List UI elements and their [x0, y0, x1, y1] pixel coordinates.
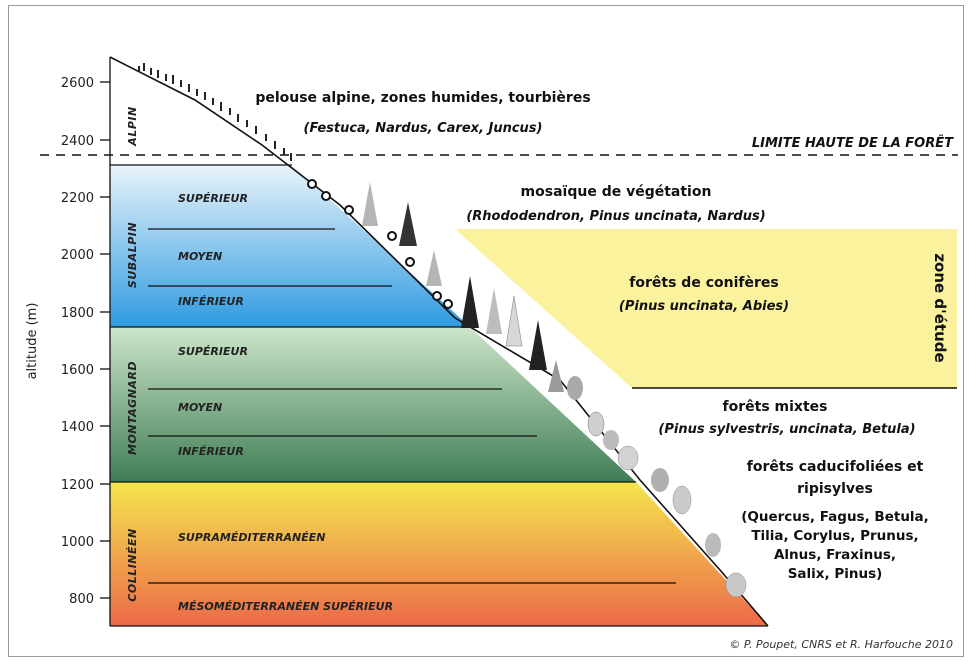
subzone-label: MOYEN — [178, 401, 222, 414]
deciduous-forest-species: Alnus, Fraxinus, — [774, 547, 896, 563]
subzone-label: SUPÉRIEUR — [178, 345, 248, 358]
deciduous-forest-title: forêts caducifoliées et — [747, 459, 924, 475]
subzone-label: MOYEN — [178, 250, 222, 263]
conifer-forest-title: forêts de conifères — [629, 275, 778, 291]
belt-label-collineen: COLLINÉEN — [126, 528, 139, 601]
y-tick-label: 2600 — [61, 76, 94, 91]
collineen-belt — [110, 482, 768, 626]
deciduous-tree-icons — [567, 376, 747, 598]
credit-text: © P. Poupet, CNRS et R. Harfouche 2010 — [729, 638, 953, 651]
subzone-label: SUPRAMÉDITERRANÉEN — [178, 531, 326, 544]
diagram-frame — [8, 5, 964, 657]
subzone-label: SUPÉRIEUR — [178, 192, 248, 205]
montagnard-belt — [110, 327, 636, 482]
subzone-label: MÉSOMÉDITERRANÉEN SUPÉRIEUR — [178, 600, 393, 613]
belt-label-montagnard: MONTAGNARD — [126, 361, 139, 455]
forest-limit-label: LIMITE HAUTE DE LA FORÊT — [752, 135, 954, 151]
mixed-forest-species: (Pinus sylvestris, uncinata, Betula) — [658, 422, 915, 437]
conifer-tree-icons — [362, 182, 564, 392]
mixed-forest-title: forêts mixtes — [723, 399, 828, 415]
alpine-plant-icons — [138, 63, 292, 161]
y-tick-label: 1400 — [61, 420, 94, 435]
conifer-forest-species: (Pinus uncinata, Abies) — [619, 299, 789, 314]
deciduous-forest-species: (Quercus, Fagus, Betula, — [741, 509, 929, 525]
y-axis-title: altitude (m) — [25, 303, 40, 380]
study-zone-area — [455, 229, 957, 388]
belt-label-alpin: ALPIN — [126, 106, 139, 146]
mosaic-vegetation-species: (Rhododendron, Pinus uncinata, Nardus) — [466, 209, 765, 224]
deciduous-forest-title: ripisylves — [797, 481, 873, 497]
subzone-label: INFÉRIEUR — [178, 295, 244, 308]
y-tick-label: 1200 — [61, 478, 94, 493]
mountain-slope — [109, 56, 769, 627]
subzone-label: INFÉRIEUR — [178, 445, 244, 458]
y-tick-label: 800 — [69, 592, 94, 607]
y-tick-label: 1800 — [61, 306, 94, 321]
y-tick-label: 1000 — [61, 535, 94, 550]
y-tick-label: 2000 — [61, 248, 94, 263]
alpine-vegetation-species: (Festuca, Nardus, Carex, Juncus) — [304, 121, 543, 136]
y-tick-label: 2400 — [61, 134, 94, 149]
y-tick-label: 1600 — [61, 363, 94, 378]
y-axis-ticks: 2600 2400 2200 2000 1800 1600 1400 1200 … — [61, 76, 110, 607]
mosaic-vegetation-title: mosaïque de végétation — [521, 184, 712, 200]
deciduous-forest-species: Tilia, Corylus, Prunus, — [751, 528, 918, 544]
deciduous-forest-species: Salix, Pinus) — [788, 566, 883, 582]
alpine-vegetation-title: pelouse alpine, zones humides, tourbière… — [255, 90, 590, 106]
shrub-icons — [307, 179, 453, 309]
belt-label-subalpin: SUBALPIN — [126, 222, 139, 288]
y-tick-label: 2200 — [61, 191, 94, 206]
study-zone-label: zone d'étude — [931, 253, 949, 362]
